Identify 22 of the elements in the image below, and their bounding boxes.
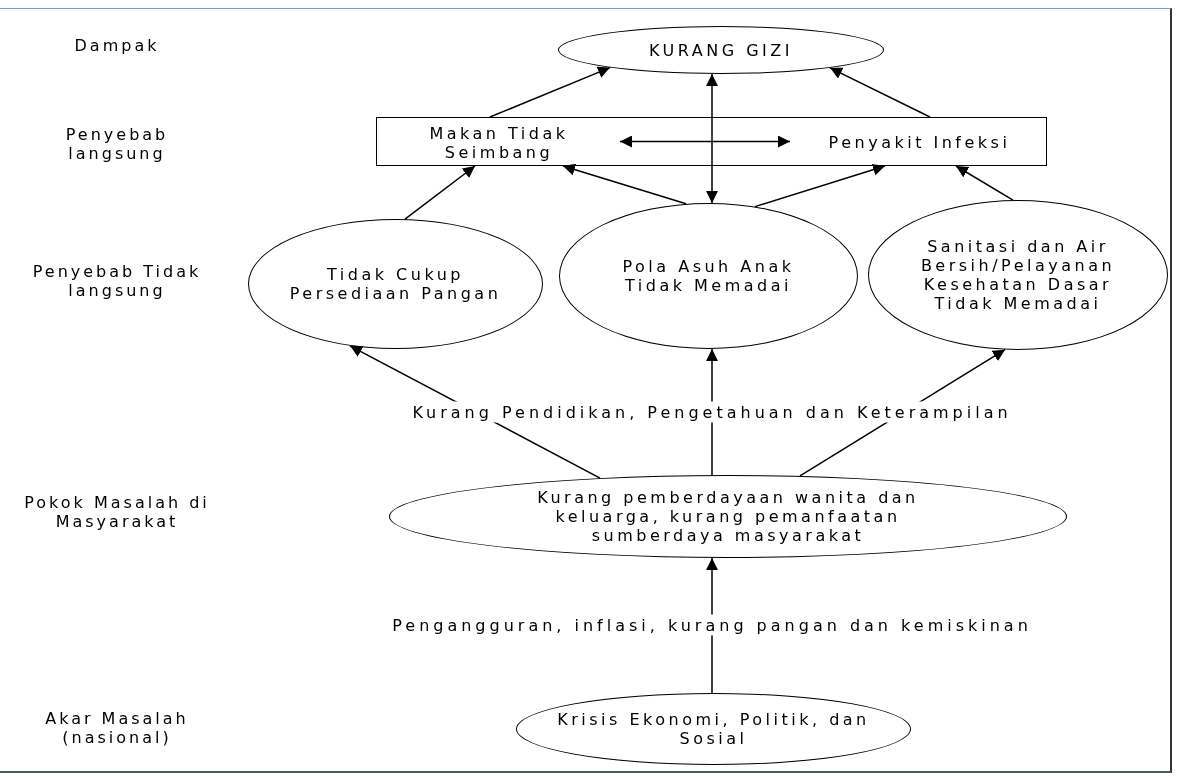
level-label: Dampak: [73, 36, 161, 55]
arrow: [706, 73, 718, 204]
level-label: Akar Masalah (nasional): [44, 709, 190, 747]
node-text: Tidak Cukup Persediaan Pangan: [288, 265, 503, 303]
node-text: Krisis Ekonomi, Politik, dan Sosial: [556, 710, 871, 748]
node-text: Makan Tidak Seimbang: [428, 123, 570, 162]
arrow: [955, 165, 1014, 201]
arrow: [829, 67, 931, 118]
node-text: Sanitasi dan Air Bersih/Pelayanan Kesehatan Dasar Tidak Memadai: [919, 237, 1117, 313]
level-label: Pokok Masalah di Masyarakat: [23, 493, 211, 531]
node-text: KURANG GIZI: [649, 40, 793, 60]
arrow: [489, 66, 611, 118]
node-text: Pola Asuh Anak Tidak Memadai: [621, 257, 796, 295]
level-label: Penyebab Tidak langsung: [31, 262, 203, 300]
node-text: Kurang pemberdayaan wanita dan keluarga, kurang pemanfaatan sumberdaya masyarakat: [536, 488, 920, 545]
cause-box: [376, 117, 1047, 166]
arrow: [754, 163, 886, 208]
arrow: [562, 163, 687, 205]
level-label: Penyebab langsung: [64, 125, 170, 163]
node-text: Penyakit Infeksi: [828, 133, 1011, 152]
arrow: [619, 135, 791, 148]
arrow: [404, 165, 476, 220]
